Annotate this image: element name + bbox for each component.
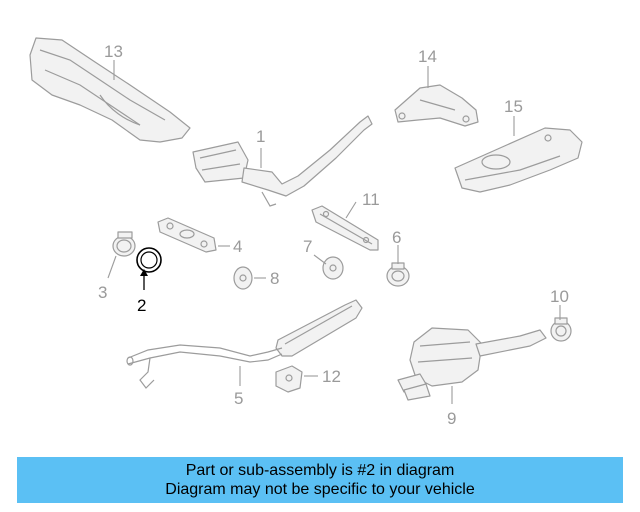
- callout-13[interactable]: 13: [104, 42, 123, 61]
- part-6-clamp[interactable]: [386, 262, 410, 287]
- callout-9[interactable]: 9: [447, 409, 456, 428]
- exhaust-parts-diagram: 13 14 15 1 11 4: [29, 37, 583, 428]
- part-10-clamp[interactable]: [550, 317, 572, 342]
- callout-1[interactable]: 1: [256, 127, 265, 146]
- part-3-clamp[interactable]: [112, 231, 136, 257]
- part-13-heat-shield[interactable]: [29, 37, 191, 143]
- part-11-hanger-bracket[interactable]: [311, 205, 379, 251]
- info-banner: Part or sub-assembly is #2 in diagram Di…: [17, 457, 623, 503]
- part-1-converter-pipe[interactable]: [192, 115, 373, 207]
- callout-6[interactable]: 6: [392, 228, 401, 247]
- callout-2[interactable]: 2: [137, 296, 146, 315]
- part-9-rear-muffler[interactable]: [397, 327, 547, 401]
- part-4-flange-plate[interactable]: [157, 217, 217, 253]
- part-2-gasket-ring[interactable]: [136, 247, 162, 273]
- banner-line-1: Part or sub-assembly is #2 in diagram: [185, 462, 455, 479]
- callout-12[interactable]: 12: [322, 367, 341, 386]
- part-7-rubber-mount[interactable]: [322, 256, 344, 280]
- callout-10[interactable]: 10: [550, 287, 569, 306]
- callout-4[interactable]: 4: [233, 237, 242, 256]
- callout-8[interactable]: 8: [270, 269, 279, 288]
- part-12-hanger[interactable]: [275, 365, 303, 393]
- callout-5[interactable]: 5: [234, 389, 243, 408]
- part-14-bracket[interactable]: [394, 84, 479, 127]
- callout-15[interactable]: 15: [504, 97, 523, 116]
- callout-3[interactable]: 3: [98, 283, 107, 302]
- callout-14[interactable]: 14: [418, 47, 437, 66]
- part-15-heat-shield-plate[interactable]: [454, 127, 583, 193]
- callout-11[interactable]: 11: [362, 190, 380, 209]
- part-8-rubber-mount[interactable]: [233, 266, 253, 290]
- banner-line-2: Diagram may not be specific to your vehi…: [165, 481, 475, 498]
- callout-7[interactable]: 7: [303, 237, 312, 256]
- part-5-intermediate-pipe[interactable]: [126, 299, 363, 389]
